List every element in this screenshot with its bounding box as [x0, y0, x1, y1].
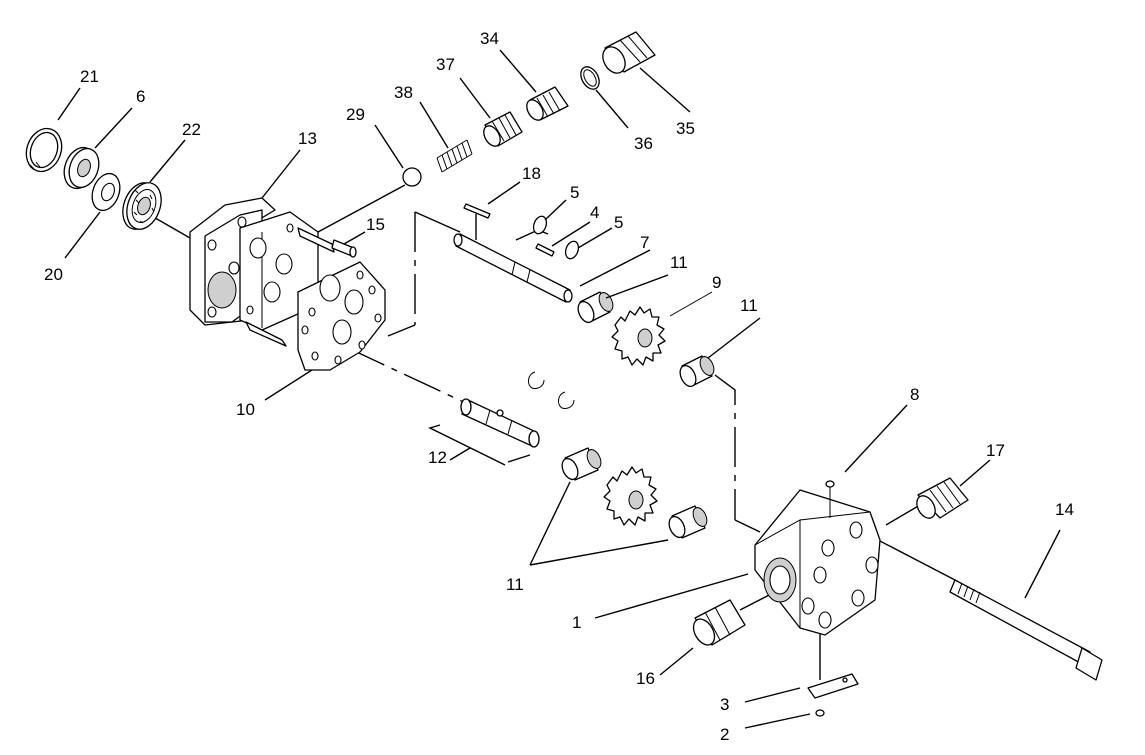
- callout-13: 13: [298, 129, 317, 148]
- callout-1: 1: [572, 613, 581, 632]
- part-11-bushing-right: [679, 355, 715, 388]
- callout-18: 18: [522, 164, 541, 183]
- callout-2: 2: [720, 725, 729, 744]
- part-17-fitting: [916, 477, 969, 519]
- callout-21: 21: [80, 67, 99, 86]
- callout-35: 35: [676, 119, 695, 138]
- part-11-bushing-lower-left: [561, 447, 602, 481]
- callout-17: 17: [986, 441, 1005, 460]
- callout-14: 14: [1055, 500, 1074, 519]
- callout-11-right: 11: [740, 296, 758, 315]
- part-7-drive-shaft: [453, 233, 573, 303]
- callout-37: 37: [436, 55, 455, 74]
- callout-12: 12: [428, 448, 447, 467]
- callout-16: 16: [636, 669, 655, 688]
- callout-29: 29: [346, 105, 365, 124]
- callout-5-lower: 5: [614, 213, 623, 232]
- callout-38: 38: [394, 83, 413, 102]
- callout-15: 15: [366, 215, 385, 234]
- part-9-drive-gear: [611, 306, 666, 366]
- callout-10: 10: [236, 400, 255, 419]
- callout-36: 36: [634, 134, 653, 153]
- part-11-bushing-lower-right: [668, 505, 708, 539]
- part-2-drive-screw: [815, 709, 825, 717]
- part-16-fitting: [692, 599, 746, 646]
- part-21-retaining-ring: [25, 127, 63, 173]
- leader-lines: [57, 49, 1061, 729]
- part-15-dowel-pin: [331, 239, 357, 258]
- part-8-screw: [825, 480, 835, 518]
- part-36-o-ring: [580, 66, 600, 90]
- part-29-check-ball: [402, 167, 422, 187]
- callout-3: 3: [720, 695, 729, 714]
- part-3-nameplate: [807, 673, 859, 699]
- callout-7: 7: [640, 233, 649, 252]
- part-5-retaining-rings: [532, 215, 580, 260]
- idler-gear: [603, 466, 658, 526]
- callout-11-lower: 11: [506, 575, 524, 594]
- part-12-retaining-rings: [527, 371, 575, 409]
- callout-9: 9: [712, 273, 721, 292]
- part-10-wear-plate: [297, 261, 386, 371]
- callout-4: 4: [590, 203, 599, 222]
- callout-20: 20: [44, 265, 63, 284]
- part-34-plug: [526, 86, 569, 121]
- part-18-key: [463, 203, 491, 240]
- part-37-poppet: [483, 111, 523, 147]
- part-20-washer: [91, 172, 121, 212]
- callout-11-upper: 11: [670, 253, 688, 272]
- part-14-bolt: [949, 579, 1103, 681]
- part-12-idler-shaft: [460, 398, 540, 448]
- part-35-cap-nut: [602, 31, 656, 74]
- part-1-pump-body: [754, 489, 881, 636]
- callout-34: 34: [480, 29, 499, 48]
- callout-8: 8: [910, 385, 919, 404]
- part-6-seal: [63, 146, 100, 190]
- callout-5-upper: 5: [570, 183, 579, 202]
- part-22-ball-bearing: [122, 182, 162, 230]
- part-11-bushing-upper: [577, 291, 614, 324]
- callout-6: 6: [136, 87, 145, 106]
- callout-22: 22: [182, 120, 201, 139]
- callout-labels: 1 2 3 4 5 5 6 7 8 9 10 11 11 11 12 13 14…: [44, 29, 1074, 744]
- part-4-key: [515, 229, 555, 257]
- part-38-spring: [436, 139, 473, 173]
